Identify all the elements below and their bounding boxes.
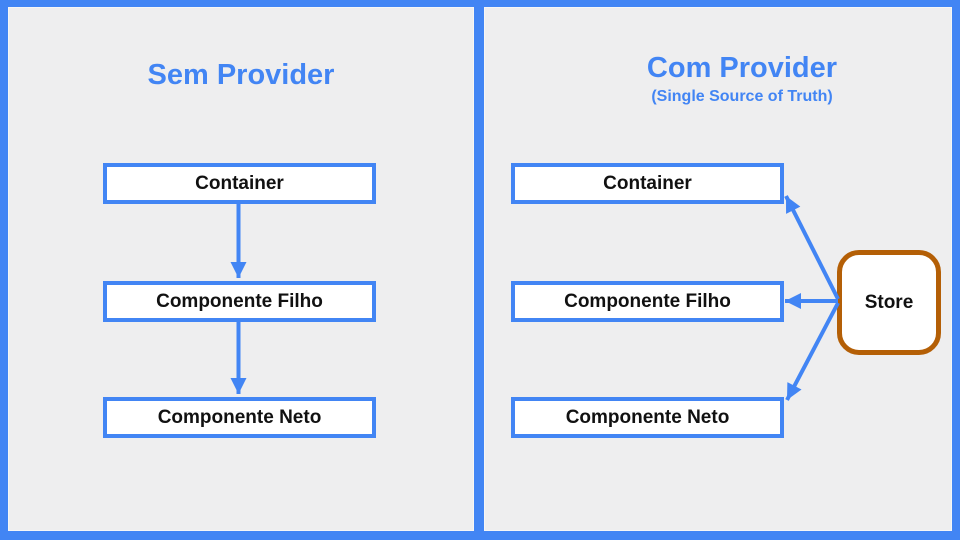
left-node-componente-neto: Componente Neto <box>103 397 376 438</box>
right-title-block: Com Provider (Single Source of Truth) <box>509 51 960 107</box>
right-node-container: Container <box>511 163 784 204</box>
left-node-componente-filho: Componente Filho <box>103 281 376 322</box>
left-node-componente-neto-label: Componente Neto <box>157 406 322 428</box>
left-panel-title: Sem Provider <box>147 59 335 91</box>
panel-sem-provider: Sem Provider Container Componente Filho … <box>8 7 474 531</box>
store-node-label: Store <box>864 291 914 313</box>
right-panel-title: Com Provider <box>646 52 838 84</box>
store-node: Store <box>837 250 941 355</box>
left-node-container-label: Container <box>195 172 284 194</box>
left-title-block: Sem Provider <box>9 58 473 92</box>
left-node-componente-filho-label: Componente Filho <box>156 290 323 312</box>
right-panel-subtitle: (Single Source of Truth) <box>651 88 833 105</box>
right-node-componente-neto: Componente Neto <box>511 397 784 438</box>
panel-com-provider: Com Provider (Single Source of Truth) Co… <box>484 7 952 531</box>
right-node-container-label: Container <box>603 172 692 194</box>
right-node-componente-filho: Componente Filho <box>511 281 784 322</box>
left-node-container: Container <box>103 163 376 204</box>
right-node-componente-filho-label: Componente Filho <box>564 290 731 312</box>
right-node-componente-neto-label: Componente Neto <box>565 406 730 428</box>
